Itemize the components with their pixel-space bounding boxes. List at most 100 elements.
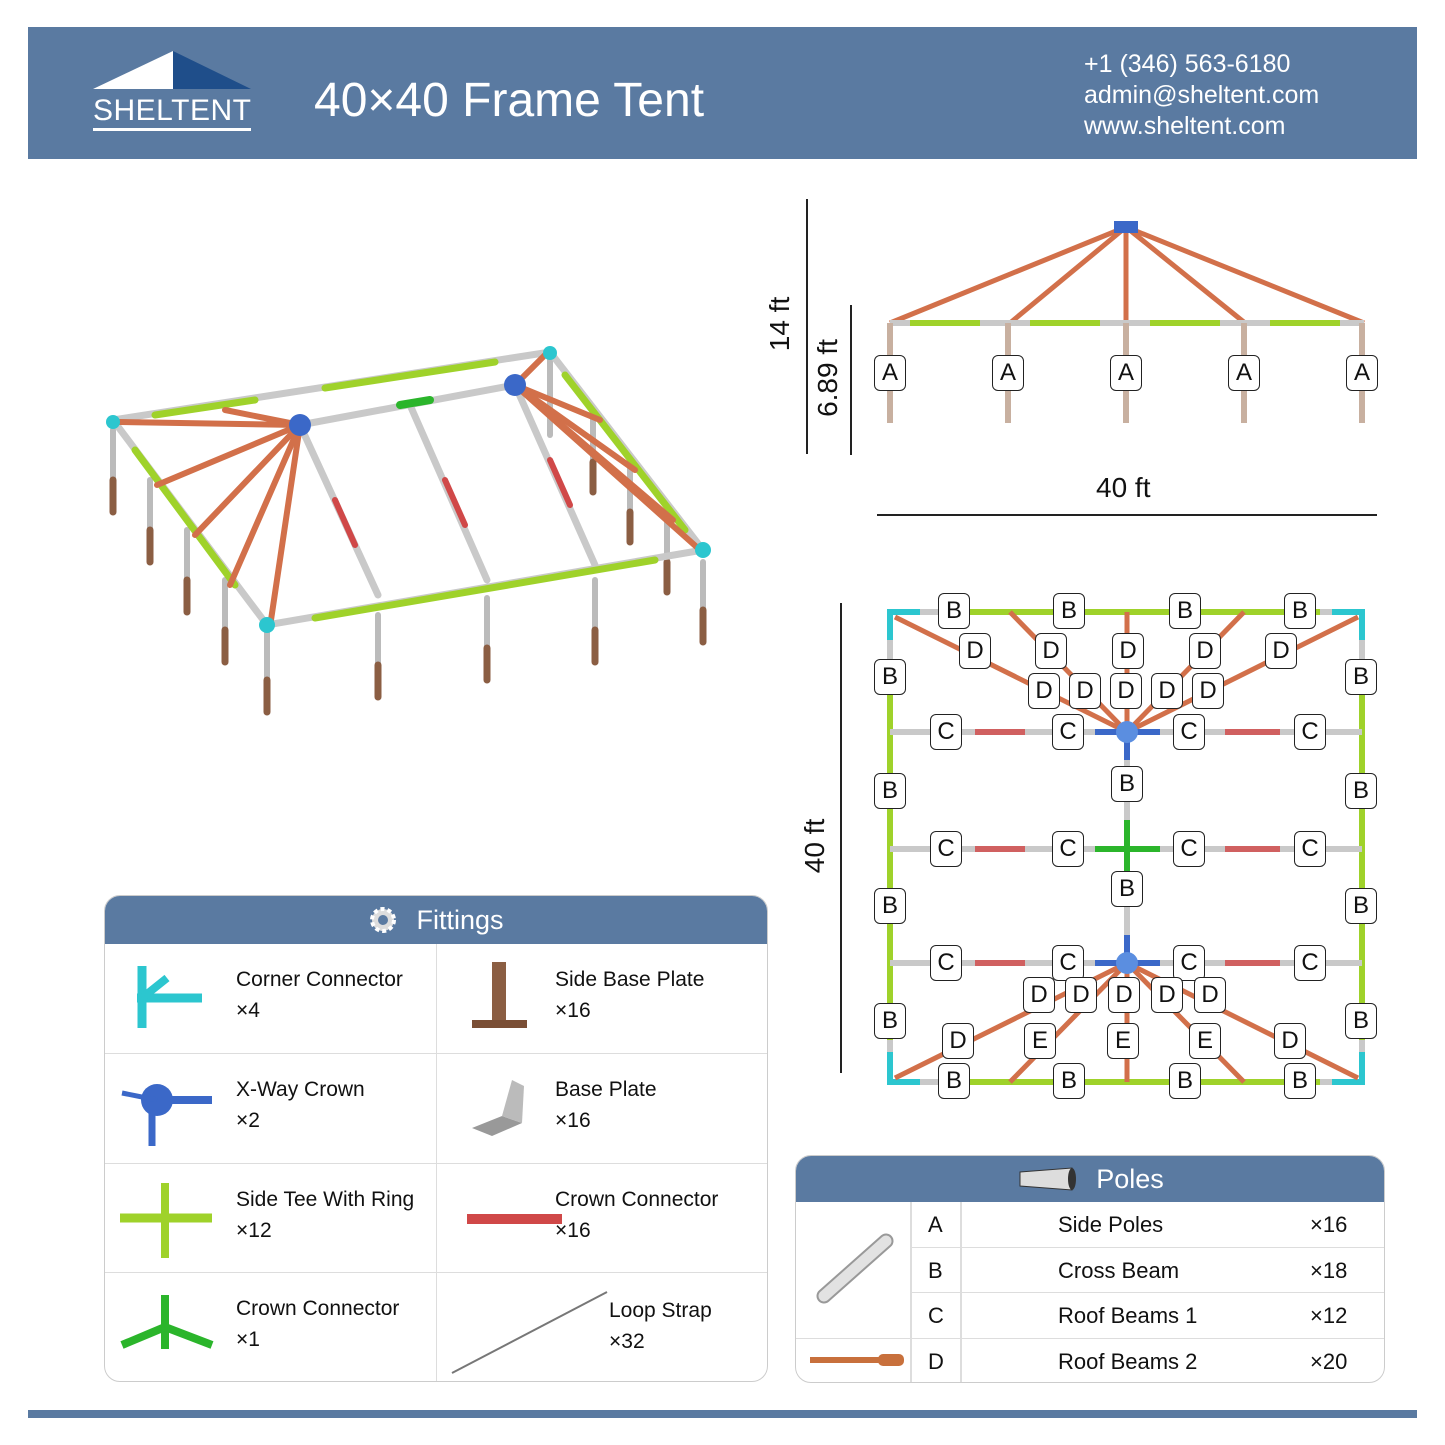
contact-info: +1 (346) 563-6180 admin@sheltent.com www… (1084, 49, 1319, 142)
part-label: B (1111, 766, 1143, 802)
pole-name: Roof Beams 1 (1058, 1302, 1198, 1328)
part-label: B (1169, 1063, 1201, 1099)
pole-qty: ×16 (1310, 1212, 1348, 1237)
pole-name: Roof Beams 2 (1058, 1348, 1198, 1374)
poles-header: Poles (796, 1156, 1384, 1202)
part-label: B (874, 1003, 906, 1039)
part-label: D (1192, 673, 1224, 709)
part-label: C (930, 945, 962, 981)
fitting-item: Base Plate×16 (437, 1054, 767, 1164)
part-label: D (1023, 977, 1055, 1013)
fitting-label: Crown Connector×16 (555, 1188, 719, 1242)
part-label: D (1189, 633, 1221, 669)
email[interactable]: admin@sheltent.com (1084, 81, 1320, 109)
copper-pole-image (810, 1354, 904, 1366)
part-label: D (1110, 673, 1142, 709)
fitting-image (472, 1080, 524, 1136)
part-label: B (1345, 659, 1377, 695)
part-label: D (1069, 673, 1101, 709)
label-a: A (1110, 355, 1142, 391)
part-label: D (1265, 633, 1297, 669)
part-label: D (1194, 977, 1226, 1013)
page-title: 40×40 Frame Tent (314, 74, 705, 127)
part-label: B (1345, 1003, 1377, 1039)
total-height-label: 14 ft (764, 296, 795, 352)
gear-icon (370, 907, 397, 933)
pole-name: Cross Beam (1058, 1257, 1180, 1283)
fitting-label: Crown Connector×1 (236, 1297, 400, 1351)
fitting-item: X-Way Crown×2 (105, 1054, 437, 1164)
side-height-dimension-line (850, 305, 852, 455)
part-label: B (874, 888, 906, 924)
part-label: D (1151, 977, 1183, 1013)
part-label: C (1294, 945, 1326, 981)
fitting-item: Side Base Plate×16 (437, 944, 767, 1054)
fitting-label: Base Plate×16 (555, 1078, 657, 1132)
fitting-label: Corner Connector×4 (236, 968, 403, 1022)
website[interactable]: www.sheltent.com (1084, 112, 1286, 140)
part-label: B (1345, 888, 1377, 924)
poles-title: Poles (1096, 1163, 1164, 1194)
fitting-image (121, 1084, 212, 1146)
label-a: A (992, 355, 1024, 391)
fitting-image (137, 966, 202, 1028)
pole-code: C (928, 1302, 944, 1328)
fitting-image (120, 1183, 212, 1258)
pole-qty: ×12 (1310, 1302, 1348, 1328)
fitting-image (467, 1214, 562, 1224)
fitting-image (472, 962, 527, 1028)
logo-tent-icon (93, 51, 251, 89)
tent-plan-view (887, 609, 1365, 1085)
part-label: C (1052, 714, 1084, 750)
gray-pole-image (816, 1233, 894, 1304)
part-label: B (874, 773, 906, 809)
part-label: E (1024, 1023, 1056, 1059)
part-label: B (938, 1063, 970, 1099)
part-label: D (1065, 977, 1097, 1013)
pole-code: D (928, 1348, 944, 1374)
fitting-label: Side Tee With Ring×12 (236, 1188, 415, 1242)
part-label: C (1294, 831, 1326, 867)
label-a: A (874, 355, 906, 391)
fittings-title: Fittings (416, 904, 504, 935)
part-label: B (938, 593, 970, 629)
phone[interactable]: +1 (346) 563-6180 (1084, 50, 1291, 78)
part-label: C (1173, 945, 1205, 981)
tent-3d-view (106, 346, 711, 716)
part-label: C (1294, 714, 1326, 750)
part-label: B (1284, 593, 1316, 629)
tent-side-view (887, 221, 1365, 423)
part-label: B (1053, 1063, 1085, 1099)
part-label: C (1052, 831, 1084, 867)
pole-code: B (928, 1257, 943, 1283)
part-label: D (1112, 633, 1144, 669)
part-label: D (1108, 977, 1140, 1013)
part-label: B (874, 659, 906, 695)
part-label: C (1173, 714, 1205, 750)
part-label: D (1151, 673, 1183, 709)
depth-label: 40 ft (799, 818, 830, 874)
part-label: D (1274, 1023, 1306, 1059)
part-label: E (1189, 1023, 1221, 1059)
label-a: A (1346, 355, 1378, 391)
part-label: C (1052, 945, 1084, 981)
part-label: B (1284, 1063, 1316, 1099)
part-label: C (1173, 831, 1205, 867)
label-a: A (1228, 355, 1260, 391)
fittings-header: Fittings (105, 896, 767, 944)
header-bar: SHELTENT 40×40 Frame Tent +1 (346) 563-6… (28, 27, 1417, 159)
pole-code: A (928, 1212, 943, 1237)
part-label: B (1169, 593, 1201, 629)
fitting-label: Loop Strap×32 (609, 1299, 712, 1353)
fitting-image (120, 1295, 214, 1349)
part-label: D (1035, 633, 1067, 669)
part-label: C (930, 714, 962, 750)
part-label: B (1111, 871, 1143, 907)
width-label: 40 ft (1096, 472, 1151, 503)
fitting-item: Corner Connector×4 (105, 944, 437, 1054)
fitting-item: Crown Connector×1 (105, 1273, 437, 1381)
fitting-label: Side Base Plate×16 (555, 968, 705, 1022)
